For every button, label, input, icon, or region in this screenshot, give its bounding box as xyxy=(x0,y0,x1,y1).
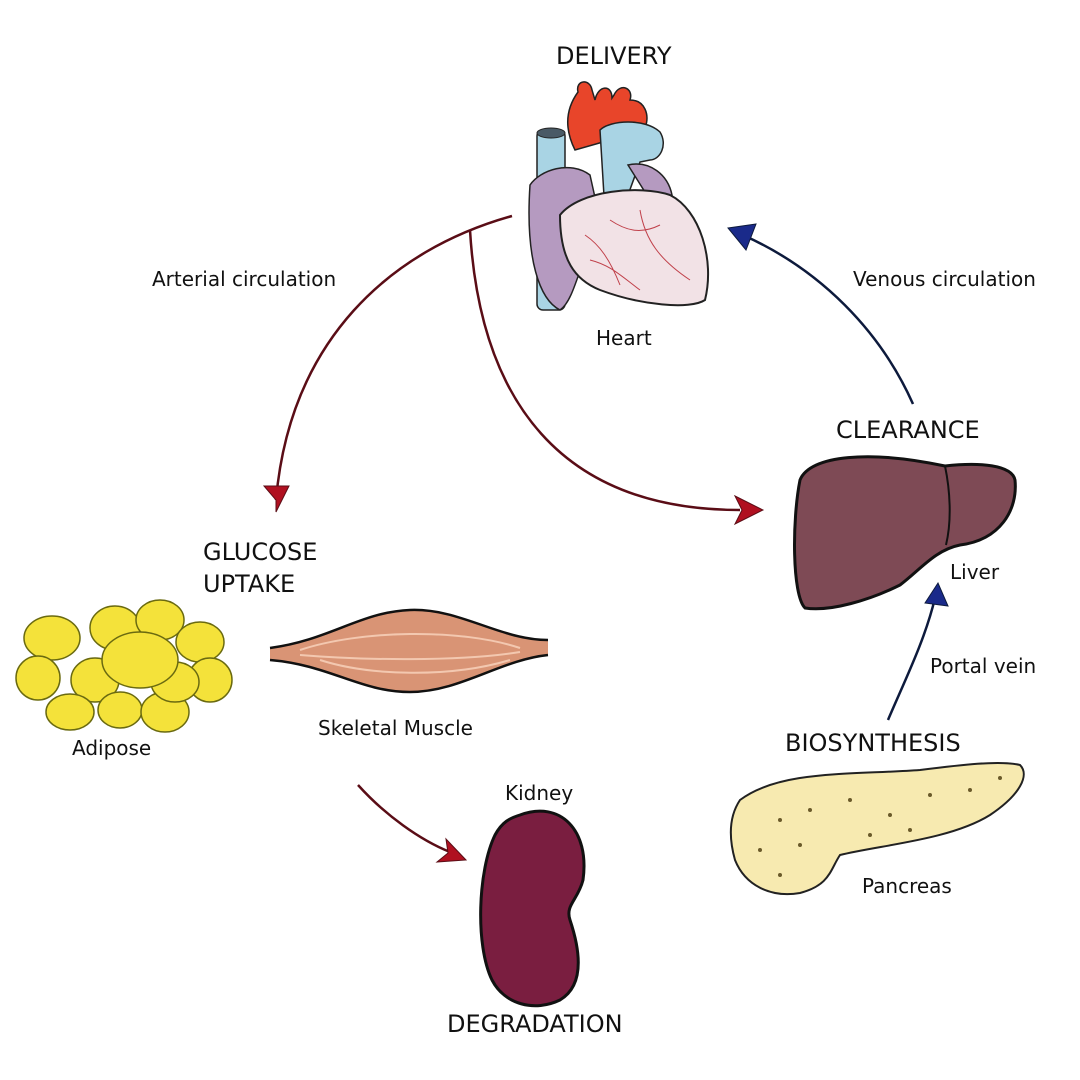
label-pancreas: Pancreas xyxy=(862,874,952,898)
label-liver: Liver xyxy=(950,560,1000,584)
arterial-arrows xyxy=(262,214,765,863)
label-adipose: Adipose xyxy=(72,736,152,760)
label-venous-circulation: Venous circulation xyxy=(853,267,1036,291)
stage-glucose-uptake: GLUCOSE UPTAKE xyxy=(203,536,317,601)
stage-delivery: DELIVERY xyxy=(556,42,672,70)
arrow-heart-to-glucose-uptake xyxy=(274,214,513,501)
arrow-uptake-to-kidney xyxy=(357,784,451,854)
arrow-heart-to-liver xyxy=(468,229,741,512)
label-kidney: Kidney xyxy=(505,781,574,805)
stage-biosynthesis: BIOSYNTHESIS xyxy=(785,729,961,757)
label-arterial-circulation: Arterial circulation xyxy=(152,267,337,291)
label-skeletal-muscle: Skeletal Muscle xyxy=(318,716,473,740)
stage-degradation: DEGRADATION xyxy=(447,1010,623,1038)
muscle-illustration xyxy=(269,608,549,694)
pancreas-illustration xyxy=(729,761,1025,895)
adipose-illustration xyxy=(15,599,233,733)
venous-arrows xyxy=(727,223,949,721)
stage-clearance: CLEARANCE xyxy=(836,416,980,444)
arrowhead-kidney xyxy=(435,837,468,863)
arrow-liver-to-heart xyxy=(744,234,915,405)
arrow-pancreas-to-liver xyxy=(886,597,937,721)
label-portal-vein: Portal vein xyxy=(930,654,1037,678)
arrowhead-liver-portal xyxy=(924,581,949,607)
arrowhead-heart xyxy=(727,223,757,251)
stage-glucose-uptake-line1: GLUCOSE xyxy=(203,538,318,566)
arrowhead-glucose-uptake xyxy=(262,485,290,513)
kidney-illustration xyxy=(479,809,586,1008)
stage-glucose-uptake-line2: UPTAKE xyxy=(203,570,296,599)
arrowhead-liver xyxy=(733,494,765,526)
liver-illustration xyxy=(793,455,1017,611)
label-heart: Heart xyxy=(596,326,652,350)
heart-illustration xyxy=(528,81,709,311)
